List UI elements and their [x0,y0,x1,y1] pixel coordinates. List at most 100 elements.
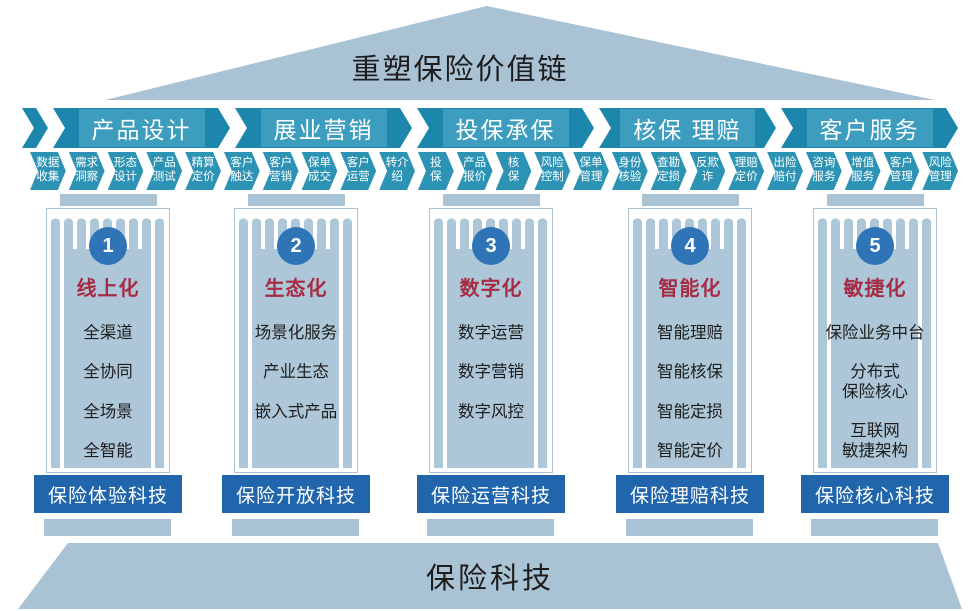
pillar-footer: 保险开放科技 [222,475,370,513]
pillar-item-list: 场景化服务 产业生态 嵌入式产品 [235,324,357,422]
pillar-content: 5 敏捷化 保险业务中台 分布式 保险核心 互联网 敏捷架构 [814,209,936,472]
pillar-title: 敏捷化 [843,278,907,300]
pillar-item: 数字营销 [458,363,524,382]
pillar-panel [69,249,147,468]
pillar-item: 分布式 保险核心 [842,363,908,401]
pillar-item: 智能核保 [657,363,723,382]
pillar-item: 保险业务中台 [825,324,925,342]
stage-label: 展业营销 [261,109,387,147]
pillar-intelligent: 4 智能化 智能理赔 智能核保 智能定损 智能定价 保险理赔科技 [610,194,770,536]
pillar-capital [59,194,157,206]
pillar-item: 数字风控 [458,402,524,421]
pillar-title: 生态化 [264,278,328,300]
foundation-label: 保险科技 [425,563,554,595]
stage-claims: 核保 理赔 [599,108,776,148]
pillar-footer: 保险运营科技 [417,475,565,513]
step-chip: 保单 管理 [573,152,609,190]
pillar-item: 全场景 [83,402,133,421]
pillar-shaft: 1 线上化 全渠道 全协同 全场景 全智能 [46,208,170,473]
step-chip: 需求 洞察 [69,152,105,190]
stage-label: 核保 理赔 [620,109,754,147]
step-chip: 精算 定价 [185,152,221,190]
stage-product-design: 产品设计 [53,108,230,148]
pillar-capital [247,194,345,206]
pillar-capital [442,194,540,206]
pillar-capital [826,194,924,206]
step-chip: 数据 收集 [30,152,66,190]
pillar-content: 3 数字化 数字运营 数字营销 数字风控 [430,209,552,472]
step-chip: 风险 控制 [534,152,570,190]
pillar-number-badge: 5 [856,227,894,265]
pillar-number-badge: 4 [671,227,709,265]
pillar-item: 全渠道 [83,324,133,342]
pillar-item: 嵌入式产品 [254,402,338,421]
pillar-plinth [811,519,938,536]
pillar-shaft: 4 智能化 智能理赔 智能核保 智能定损 智能定价 [628,208,752,473]
pillar-plinth [626,519,753,536]
step-chip: 查勘 定损 [651,152,687,190]
step-chip: 转介 绍 [379,152,415,190]
pillar-footer: 保险核心科技 [801,475,949,513]
step-chip: 风险 管理 [922,152,958,190]
pillar-item: 产业生态 [263,363,329,382]
step-chip: 产品 报价 [457,152,493,190]
pillar-plinth [232,519,359,536]
pillar-panel [651,249,729,468]
pillar-online: 1 线上化 全渠道 全协同 全场景 全智能 保险体验科技 [28,194,188,536]
pillar-number-badge: 2 [277,227,315,265]
pillar-ecosystem: 2 生态化 场景化服务 产业生态 嵌入式产品 保险开放科技 [216,194,376,536]
pillar-plinth [427,519,554,536]
pillar-item: 场景化服务 [254,324,338,342]
step-chip: 理赔 定价 [728,152,764,190]
pillar-item: 数字运营 [458,324,524,342]
pillar-item: 互联网 敏捷架构 [842,422,908,460]
pillar-number-badge: 3 [472,227,510,265]
stage-label: 投保承保 [443,109,569,147]
foundation-base: 保险科技 [18,543,962,609]
stage-underwriting: 投保承保 [417,108,594,148]
pillar-content: 4 智能化 智能理赔 智能核保 智能定损 智能定价 [629,209,751,472]
pillar-panel [257,249,335,468]
diagram-title: 重塑保险价值链 [351,54,569,86]
step-chip: 核 保 [496,152,532,190]
pillar-item-list: 智能理赔 智能核保 智能定损 智能定价 [629,324,751,462]
pillar-title: 线上化 [76,278,140,300]
pillar-digital: 3 数字化 数字运营 数字营销 数字风控 保险运营科技 [411,194,571,536]
stage-label: 产品设计 [79,109,205,147]
step-chip: 客户 运营 [340,152,376,190]
pillar-item: 智能定价 [657,442,723,461]
band-lead-chevron [22,108,48,148]
step-chip: 增值 服务 [845,152,881,190]
pillar-item: 智能理赔 [657,324,723,342]
step-chip: 反欺 诈 [690,152,726,190]
step-chip: 保单 成交 [302,152,338,190]
stage-label: 客户服务 [807,109,933,147]
stage-customer-service: 客户服务 [781,108,958,148]
step-chip: 客户 管理 [884,152,920,190]
pillar-item-list: 保险业务中台 分布式 保险核心 互联网 敏捷架构 [814,324,936,461]
pillar-capital [641,194,739,206]
pillar-agile: 5 敏捷化 保险业务中台 分布式 保险核心 互联网 敏捷架构 保险核心科技 [795,194,955,536]
pillar-title: 智能化 [658,278,722,300]
value-chain-step-band: 数据 收集 需求 洞察 形态 设计 产品 测试 精算 定价 客户 触达 客户 营… [30,152,958,190]
pillar-item: 全协同 [83,363,133,382]
pillar-footer: 保险理赔科技 [616,475,764,513]
pillar-content: 1 线上化 全渠道 全协同 全场景 全智能 [47,209,169,472]
pillar-panel [452,249,530,468]
pillar-item: 全智能 [83,442,133,461]
stage-sales-marketing: 展业营销 [235,108,412,148]
pillar-panel [836,249,914,468]
step-chip: 产品 测试 [146,152,182,190]
step-chip: 客户 触达 [224,152,260,190]
pillar-number-badge: 1 [89,227,127,265]
pillar-footer: 保险体验科技 [34,475,182,513]
pillar-title: 数字化 [459,278,523,300]
pillar-item-list: 数字运营 数字营销 数字风控 [430,324,552,422]
roof-pediment: 重塑保险价值链 [105,6,935,100]
step-chip: 咨询 服务 [806,152,842,190]
pillar-shaft: 2 生态化 场景化服务 产业生态 嵌入式产品 [234,208,358,473]
pillar-plinth [44,519,171,536]
pillar-item-list: 全渠道 全协同 全场景 全智能 [47,324,169,462]
pillar-item: 智能定损 [657,402,723,421]
